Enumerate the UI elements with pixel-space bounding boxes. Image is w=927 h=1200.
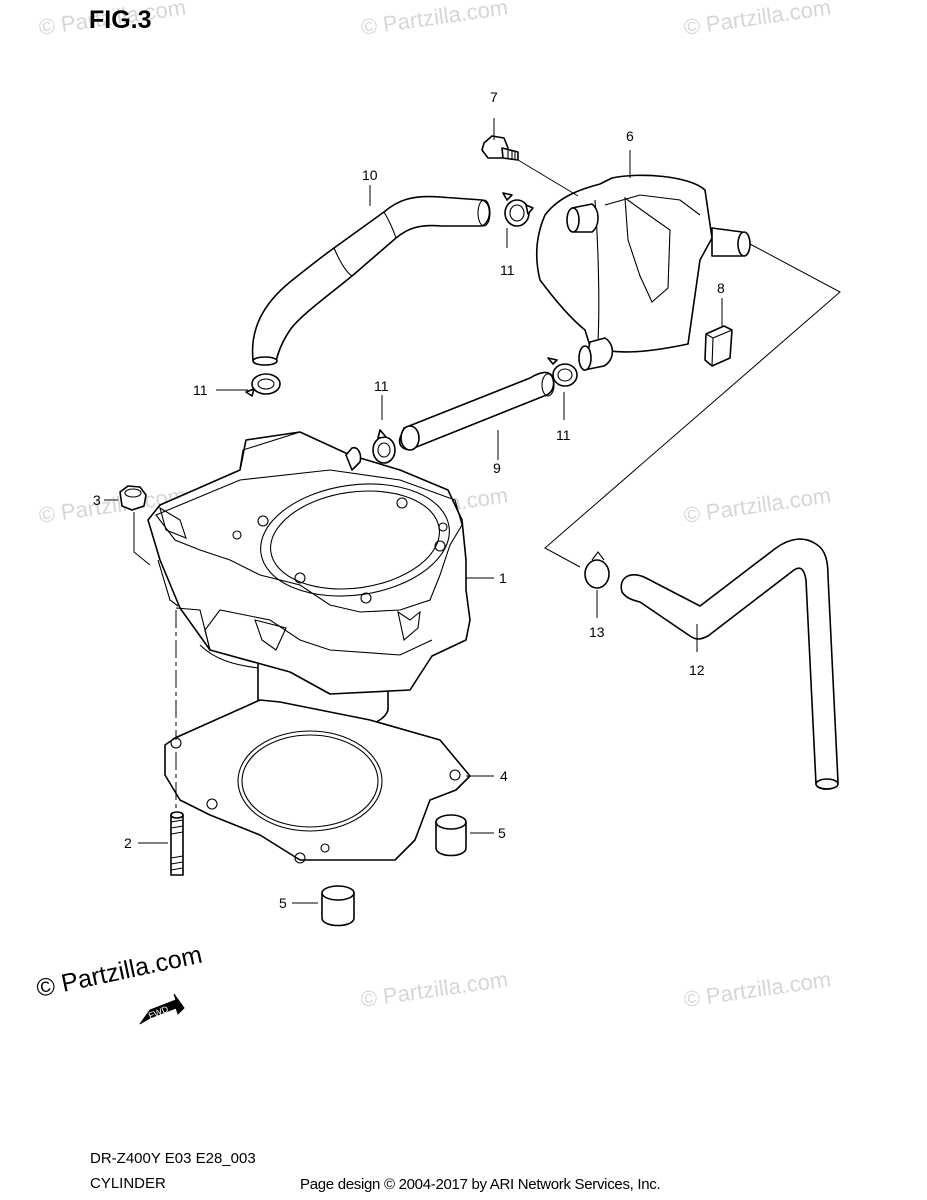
cylinder-1 — [147, 431, 471, 731]
fwd-label: FWD — [147, 1004, 170, 1021]
dowel-5-upper — [435, 814, 467, 857]
model-code: DR-Z400Y E03 E28_003 — [90, 1150, 256, 1167]
figure-title: FIG.3 — [89, 6, 152, 34]
clamp-11-right — [547, 357, 578, 387]
clamp-11-mid — [372, 429, 396, 464]
callout-10: 10 — [362, 167, 378, 183]
callout-11: 11 — [500, 262, 515, 278]
pad-8 — [704, 325, 733, 367]
watermark: © Partzilla.com — [682, 483, 832, 528]
hose-9 — [398, 371, 555, 451]
callout-3: 3 — [93, 492, 101, 508]
bolt-7 — [481, 135, 519, 161]
callouts: 1 2 3 4 5 5 6 7 8 9 10 11 11 11 11 12 13 — [93, 89, 725, 911]
callout-11: 11 — [556, 427, 571, 443]
fwd-arrow: FWD — [139, 993, 185, 1025]
stud-2 — [170, 811, 184, 876]
callout-1: 1 — [499, 570, 507, 586]
callout-9: 9 — [493, 460, 501, 476]
callout-6: 6 — [626, 128, 634, 144]
clamp-11-left — [245, 373, 281, 397]
callout-12: 12 — [689, 662, 705, 678]
hose-12 — [620, 538, 839, 790]
figure-caption: CYLINDER — [90, 1175, 166, 1192]
callout-5: 5 — [279, 895, 287, 911]
callout-8: 8 — [717, 280, 725, 296]
watermark: © Partzilla.com — [359, 0, 509, 40]
callout-5: 5 — [498, 825, 506, 841]
footer-copyright: Page design © 2004-2017 by ARI Network S… — [300, 1176, 661, 1193]
nut-3 — [119, 485, 147, 511]
watermark: © Partzilla.com — [682, 0, 832, 40]
watermark: © Partzilla.com — [682, 967, 832, 1012]
callout-11: 11 — [374, 378, 389, 394]
callout-7: 7 — [490, 89, 498, 105]
clamp-11-upper — [502, 192, 534, 227]
callout-11: 11 — [193, 382, 208, 398]
clip-13 — [584, 551, 610, 589]
leader-lines — [104, 118, 841, 904]
watermark: © Partzilla.com — [359, 967, 509, 1012]
callout-13: 13 — [589, 624, 605, 640]
valve-assembly-6 — [535, 174, 751, 371]
callout-2: 2 — [124, 835, 132, 851]
dowel-5-lower — [321, 885, 355, 927]
gasket-4 — [164, 699, 471, 864]
callout-4: 4 — [500, 768, 508, 784]
hose-10 — [251, 195, 491, 366]
